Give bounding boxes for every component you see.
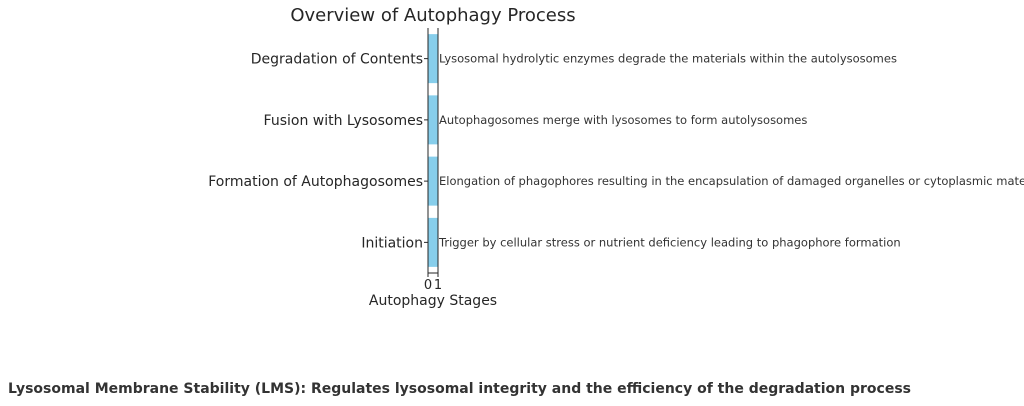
x-tick-label-0: 0	[424, 278, 432, 293]
chart-title: Overview of Autophagy Process	[290, 5, 575, 26]
bar-annotation-1: Elongation of phagophores resulting in t…	[439, 174, 1024, 188]
bar-annotation-2: Autophagosomes merge with lysosomes to f…	[439, 113, 807, 127]
bar-annotation-3: Lysosomal hydrolytic enzymes degrade the…	[439, 52, 897, 66]
bar-annotation-0: Trigger by cellular stress or nutrient d…	[438, 235, 901, 249]
bar-0	[428, 217, 438, 267]
bar-2	[428, 95, 438, 145]
x-axis-label: Autophagy Stages	[369, 293, 497, 309]
bar-1	[428, 156, 438, 206]
x-tick-label-1: 1	[434, 278, 442, 293]
y-tick-label-1: Formation of Autophagosomes	[208, 174, 423, 190]
y-tick-label-0: Initiation	[361, 235, 423, 251]
y-tick-label-2: Fusion with Lysosomes	[264, 113, 423, 129]
footer-note: Lysosomal Membrane Stability (LMS): Regu…	[8, 381, 912, 397]
y-tick-label-3: Degradation of Contents	[251, 52, 423, 68]
bar-3	[428, 34, 438, 84]
